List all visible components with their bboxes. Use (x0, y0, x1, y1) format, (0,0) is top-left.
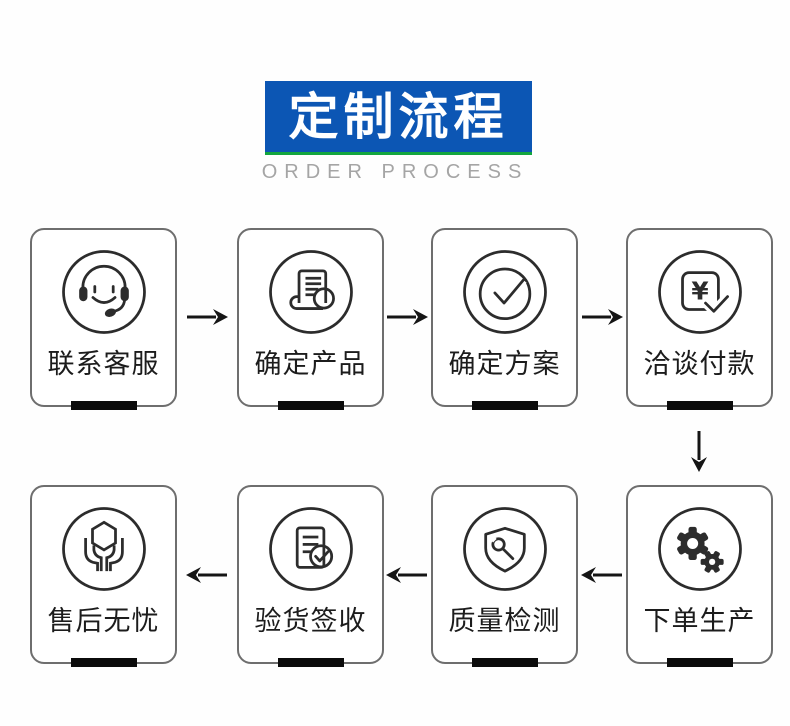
flow-arrow-right-3-icon (580, 306, 624, 328)
gears-icon (654, 503, 746, 595)
page-subtitle: ORDER PROCESS (261, 161, 529, 183)
step-label: 下单生产 (643, 606, 756, 636)
step-underline-bar (666, 401, 733, 410)
step-card-quality-inspection: 质量检测 (431, 485, 578, 667)
step-card-inspect-and-sign: 验货签收 (237, 485, 384, 667)
step-label: 洽谈付款 (643, 349, 756, 379)
step-card-confirm-plan: 确定方案 (431, 228, 578, 410)
page-title: 定制流程 (288, 88, 509, 145)
check-circle-icon (459, 246, 551, 338)
flow-arrow-right-2-icon (385, 306, 429, 328)
step-underline-bar (277, 401, 344, 410)
step-card-contact-service: 联系客服 (30, 228, 177, 410)
flow-arrow-left-1-icon (580, 564, 624, 586)
shield-wrench-icon (459, 503, 551, 595)
step-card-negotiate-payment: ¥ 洽谈付款 (626, 228, 773, 410)
document-magnifier-icon (265, 246, 357, 338)
flow-arrow-down-icon (688, 429, 710, 473)
step-card-place-order-production: 下单生产 (626, 485, 773, 667)
step-underline-bar (471, 401, 538, 410)
step-underline-bar (471, 658, 538, 667)
document-check-icon (265, 503, 357, 595)
flow-arrow-right-1-icon (185, 306, 229, 328)
hands-hexagon-icon (58, 503, 150, 595)
flow-arrow-left-3-icon (185, 564, 229, 586)
headset-smile-icon (58, 246, 150, 338)
title-banner: 定制流程 (265, 81, 532, 155)
step-underline-bar (666, 658, 733, 667)
step-label: 验货签收 (254, 606, 367, 636)
step-label: 质量检测 (448, 606, 561, 636)
step-underline-bar (70, 658, 137, 667)
step-underline-bar (277, 658, 344, 667)
payment-yuan-check-icon: ¥ (654, 246, 746, 338)
step-label: 确定方案 (448, 349, 561, 379)
step-underline-bar (70, 401, 137, 410)
svg-text:¥: ¥ (691, 276, 708, 305)
flow-arrow-left-2-icon (385, 564, 429, 586)
step-label: 售后无忧 (47, 606, 160, 636)
step-label: 确定产品 (254, 349, 367, 379)
step-card-after-sales: 售后无忧 (30, 485, 177, 667)
step-label: 联系客服 (47, 349, 160, 379)
step-card-confirm-product: 确定产品 (237, 228, 384, 410)
